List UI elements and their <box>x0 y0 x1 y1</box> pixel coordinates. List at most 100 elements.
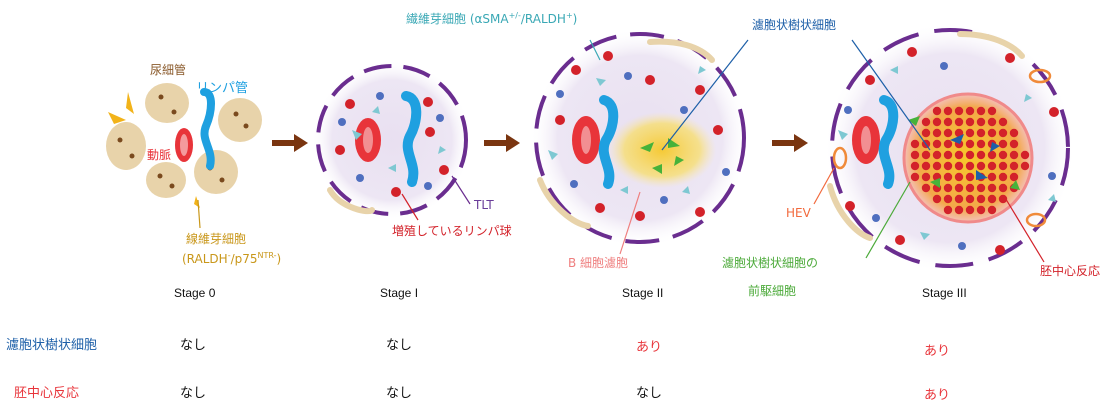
stage-title-0: Stage 0 <box>174 286 216 300</box>
label-hev: HEV <box>786 206 811 220</box>
gc-lymphocyte <box>965 205 975 215</box>
lymphocytes <box>845 47 1059 255</box>
gc-lymphocyte <box>976 117 986 127</box>
leader-hev <box>813 167 835 205</box>
gc-lymphocyte <box>954 194 964 204</box>
gc-lymphocyte <box>1009 128 1019 138</box>
gc-lymphocyte <box>965 194 975 204</box>
gc-lymphocyte <box>998 150 1008 160</box>
gc-lymphocyte <box>932 139 942 149</box>
label-fdc-precursor-line2: 前駆細胞 <box>748 284 797 298</box>
gc-lymphocyte <box>976 194 986 204</box>
gc-lymphocyte <box>976 183 986 193</box>
stromal-cells <box>338 92 444 190</box>
gc-lymphocyte <box>910 150 920 160</box>
lymph-vessel <box>401 91 422 187</box>
gc-lymphocyte <box>954 161 964 171</box>
tubule <box>146 162 186 198</box>
stage-title-3: Stage III <box>922 286 967 300</box>
leader-tlt <box>451 175 471 205</box>
gc-lymphocyte <box>976 139 986 149</box>
label-b-follicle: B 細胞濾胞 <box>568 256 629 270</box>
gc-lymphocyte <box>965 161 975 171</box>
gc-lymphocyte <box>910 161 920 171</box>
gc-lymphocyte <box>954 183 964 193</box>
gc-lymphocyte <box>976 128 986 138</box>
lymph-vessel <box>598 95 619 189</box>
gc-lymphocyte <box>932 161 942 171</box>
lymphocytes <box>335 97 449 197</box>
gc-lymphocyte <box>987 183 997 193</box>
label-tubule: 尿細管 <box>150 63 187 77</box>
arrow-2 <box>484 134 520 152</box>
gc-lymphocyte <box>910 139 920 149</box>
gc-lymphocyte <box>1020 150 1030 160</box>
cell-fdc-stage1: なし <box>386 338 413 353</box>
gc-lymphocyte <box>987 161 997 171</box>
cell-gc-stage1: なし <box>386 386 413 401</box>
artery <box>852 116 880 164</box>
leader-fibroblast-top <box>589 39 601 61</box>
tubule <box>218 98 262 142</box>
row-label-fdc: 濾胞状樹状細胞 <box>6 338 98 353</box>
gc-lymphocyte <box>921 128 931 138</box>
leader-fibroblast-s0 <box>197 199 201 229</box>
label-fibroblast-top: 繊維芽細胞 (αSMA+/-/RALDH+) <box>406 11 578 27</box>
gc-lymphocyte <box>965 172 975 182</box>
label-germinal-center: 胚中心反応 <box>1040 264 1101 278</box>
fdc-cells <box>640 138 684 174</box>
gc-lymphocyte <box>965 183 975 193</box>
gc-lymphocyte <box>932 150 942 160</box>
gc-lymphocyte <box>943 172 953 182</box>
cell-fdc-stage2: あり <box>636 340 663 355</box>
label-lymph-vessel: リンパ管 <box>196 81 249 96</box>
gc-lymphocyte <box>998 117 1008 127</box>
gc-lymphocyte <box>987 106 997 116</box>
gc-lymphocyte <box>1009 139 1019 149</box>
gc-lymphocyte <box>1009 150 1019 160</box>
cell-fdc-stage3: あり <box>924 344 951 359</box>
gc-lymphocyte <box>932 106 942 116</box>
gc-lymphocyte <box>1009 172 1019 182</box>
tlt-boundary <box>534 32 746 244</box>
label-artery: 動脈 <box>147 148 172 162</box>
gc-lymphocyte <box>998 139 1008 149</box>
lymph-vessel <box>878 95 899 189</box>
label-fdc-precursor-line1: 濾胞状樹状細胞の <box>722 256 819 270</box>
gc-lymphocyte <box>921 150 931 160</box>
gc-lymphocyte <box>921 117 931 127</box>
label-fibroblast-s0-line1: 線維芽細胞 <box>186 232 247 246</box>
gc-lymphocyte <box>987 194 997 204</box>
gc-lymphocyte <box>921 183 931 193</box>
gc-lymphocyte <box>932 194 942 204</box>
gc-lymphocyte <box>954 106 964 116</box>
leader-proliferating <box>401 193 419 221</box>
label-proliferating: 増殖しているリンパ球 <box>392 224 512 238</box>
row-label-gc: 胚中心反応 <box>14 386 80 401</box>
gc-lymphocyte <box>954 150 964 160</box>
cell-gc-stage0: なし <box>180 386 207 401</box>
gc-lymphocyte <box>943 194 953 204</box>
gc-lymphocyte <box>987 172 997 182</box>
gc-lymphocyte <box>943 139 953 149</box>
leader-b-follicle <box>619 191 641 255</box>
gc-lymphocyte <box>987 205 997 215</box>
gc-lymphocyte <box>954 128 964 138</box>
gc-lymphocyte <box>943 117 953 127</box>
gc-lymphocyte <box>976 205 986 215</box>
gc-lymphocyte <box>954 172 964 182</box>
gc-lymphocyte <box>1009 161 1019 171</box>
gc-lymphocyte <box>932 117 942 127</box>
gc-lymphocyte <box>965 150 975 160</box>
gc-lymphocyte <box>965 106 975 116</box>
lymphocytes <box>555 51 723 221</box>
gc-lymphocyte <box>943 150 953 160</box>
arrow-3 <box>772 134 808 152</box>
hev-vessels <box>832 68 1052 228</box>
gc-lymphocyte <box>987 128 997 138</box>
lymph-vessel <box>200 88 215 170</box>
gc-lymphocyte <box>943 128 953 138</box>
gc-lymphocyte <box>943 106 953 116</box>
gc-lymphocyte <box>965 139 975 149</box>
